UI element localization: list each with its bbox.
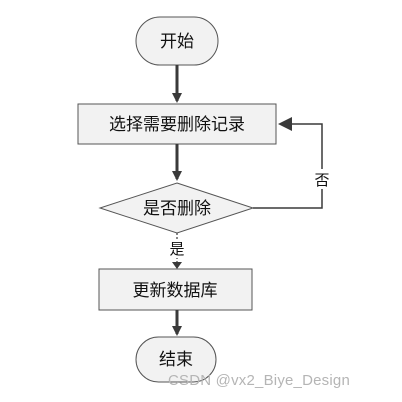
update-database-node: 更新数据库 xyxy=(98,268,253,311)
watermark: CSDN @vx2_Biye_Design xyxy=(168,372,350,389)
select-record-node: 选择需要删除记录 xyxy=(77,103,277,145)
edge-yes-label: 是 xyxy=(169,240,184,258)
select-record-label: 选择需要删除记录 xyxy=(109,115,245,135)
start-node-label: 开始 xyxy=(160,32,194,52)
start-node: 开始 xyxy=(135,16,219,66)
end-node: 结束 xyxy=(135,336,217,383)
edge-yes-arrowhead xyxy=(172,262,182,269)
decision-label: 是否删除 xyxy=(143,199,211,219)
edge-no-loop xyxy=(253,123,323,209)
update-database-label: 更新数据库 xyxy=(133,281,218,301)
decision-node: 是否删除 xyxy=(98,182,255,234)
edge-no-label: 否 xyxy=(314,171,329,189)
end-node-label: 结束 xyxy=(159,350,193,370)
edge-no-arrowhead xyxy=(278,117,292,131)
